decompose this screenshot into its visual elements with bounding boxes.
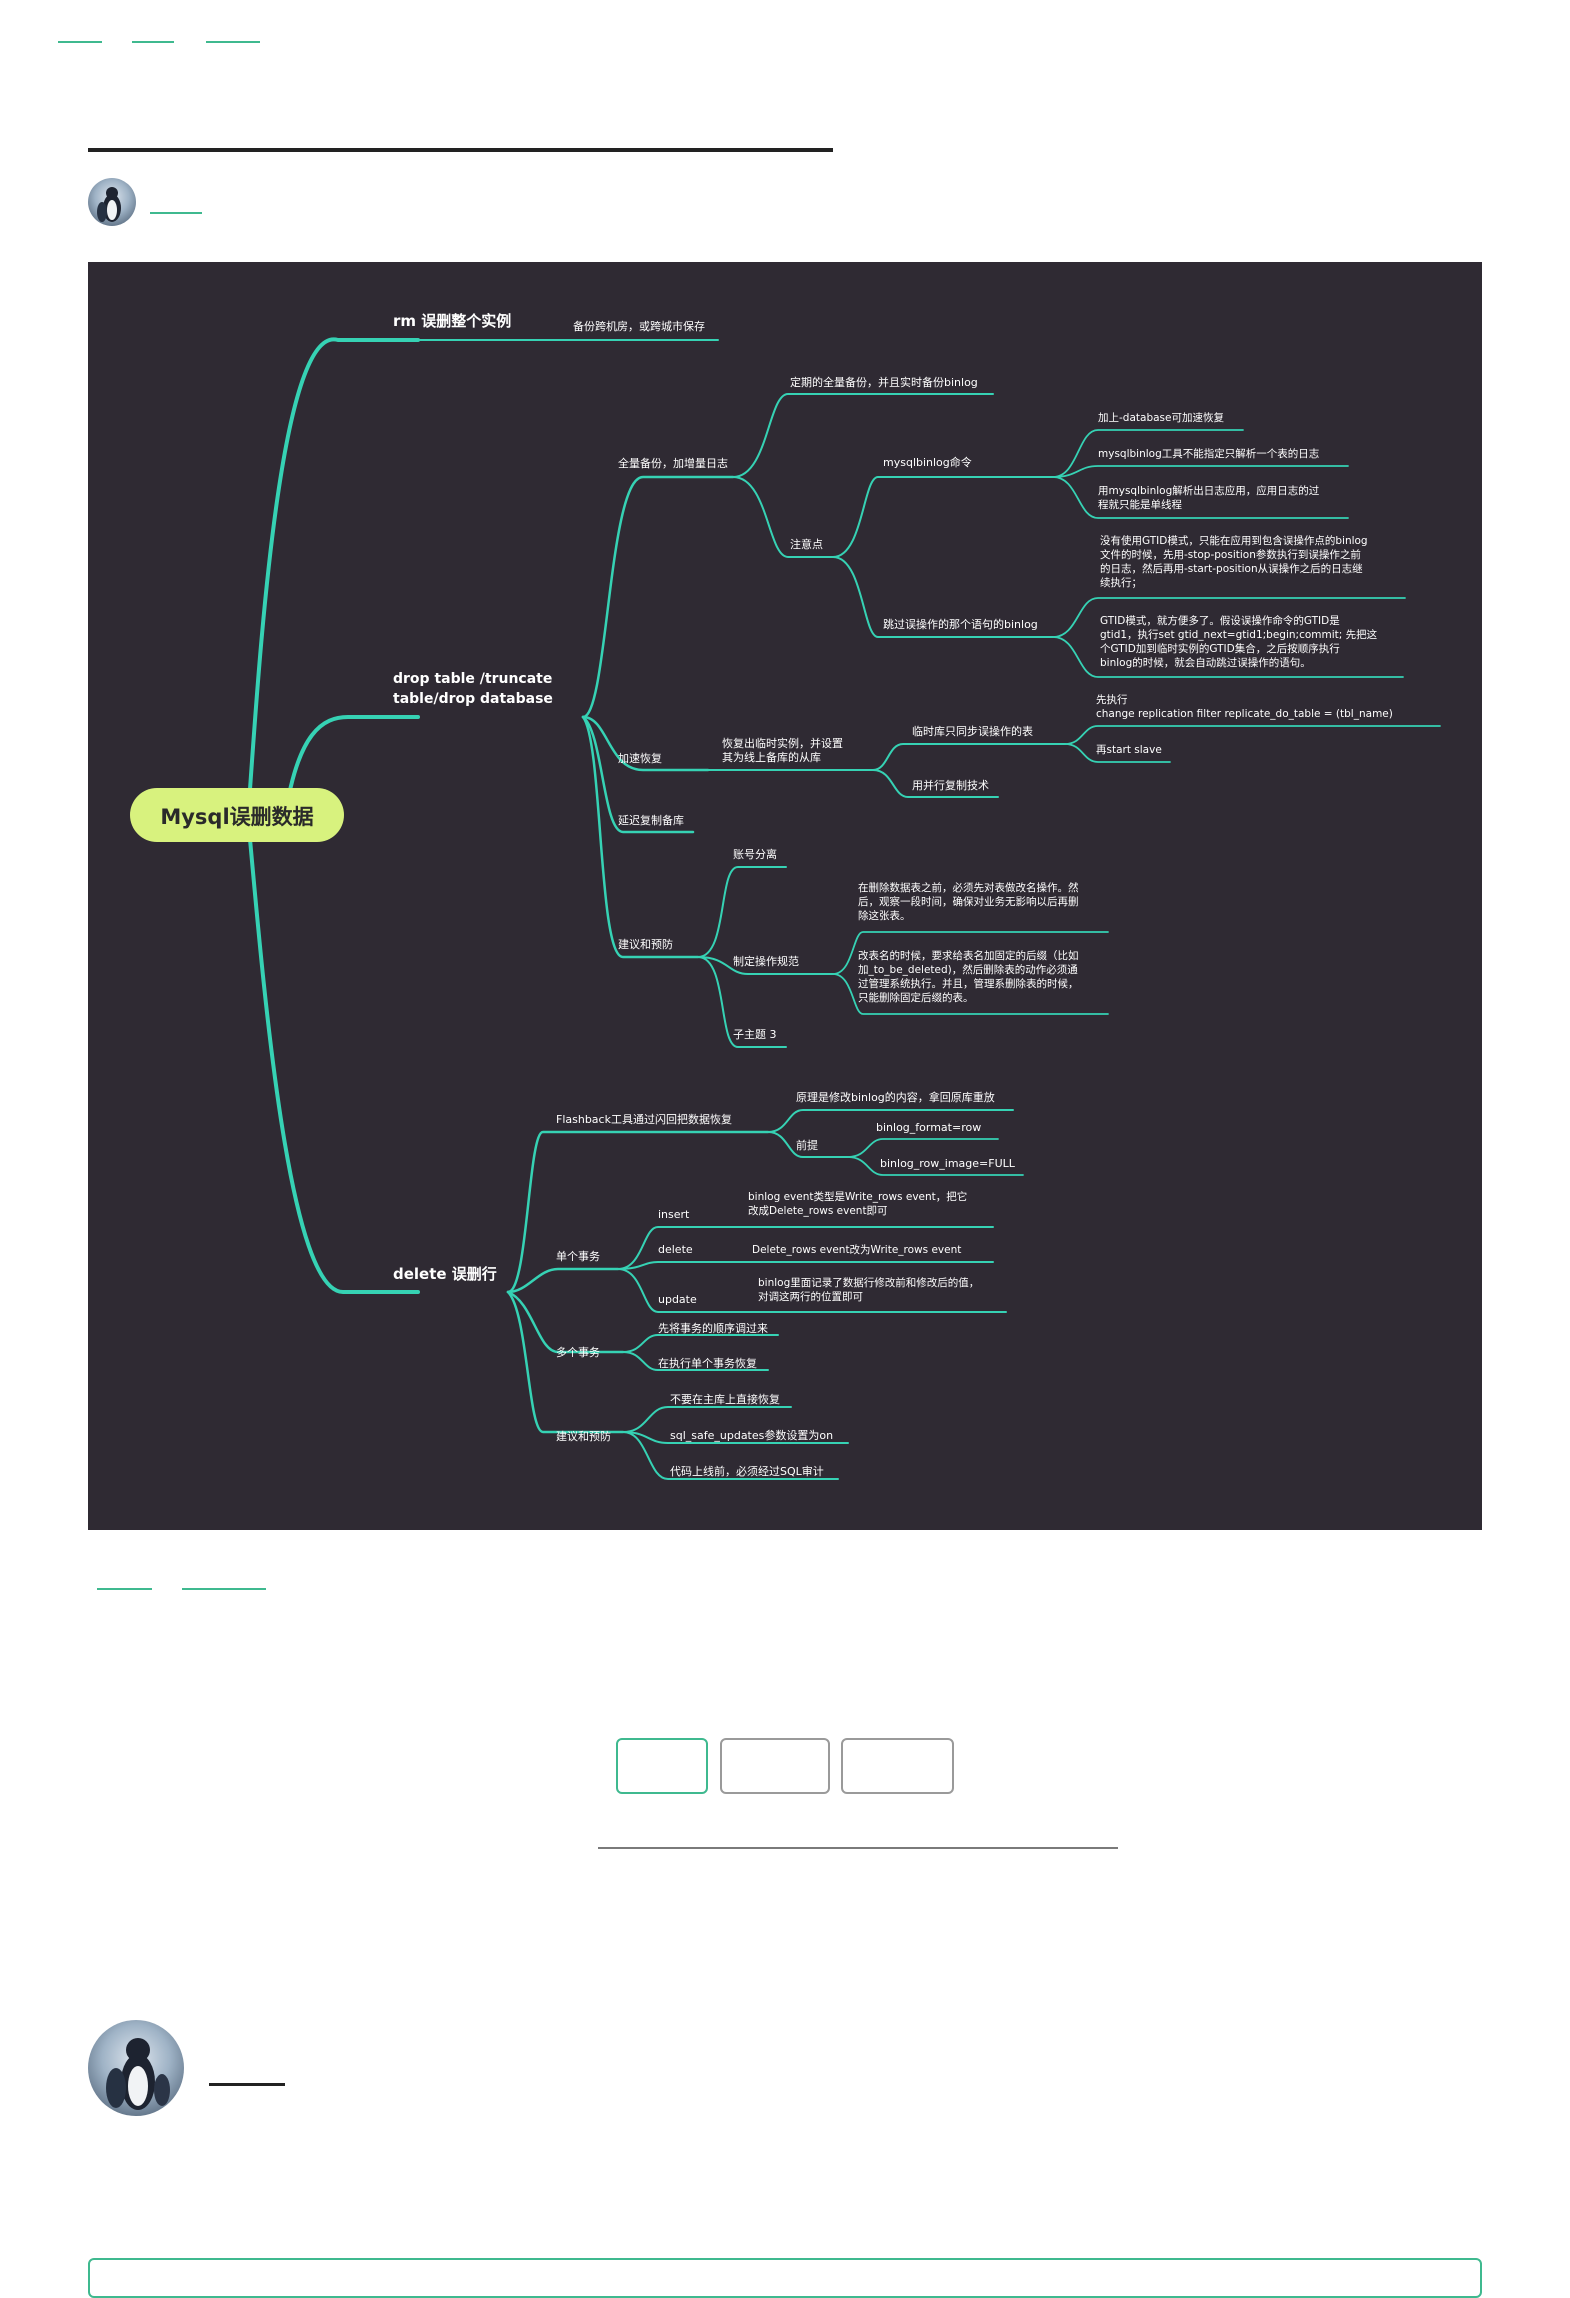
mm-rm-child: 备份跨机房，或跨城市保存 — [573, 319, 705, 333]
mm-filter: change replication filter replicate_do_t… — [1096, 708, 1393, 720]
mm-multi: 多个事务 — [556, 1345, 600, 1359]
mm-binlog-item-3b: 程就只能是单线程 — [1098, 498, 1182, 511]
mm-rule2-3: 过管理系统执行。并且，管理系删除表的时候， — [858, 977, 1079, 990]
mm-advice-b: sql_safe_updates参数设置为on — [670, 1428, 833, 1442]
penguin-icon — [106, 2038, 170, 2110]
mm-norms: 制定操作规范 — [733, 954, 799, 968]
mm-parallel: 用并行复制技术 — [912, 778, 989, 792]
nav-link-1[interactable] — [58, 41, 102, 43]
mm-insert-desc-2: 改成Delete_rows event即可 — [748, 1204, 888, 1217]
mm-gtid-1: GTID模式，就方便多了。假设误操作命令的GTID是 — [1100, 614, 1340, 627]
mm-delete-title: delete 误删行 — [393, 1265, 497, 1283]
mm-temp-2: 其为线上备库的从库 — [722, 750, 821, 764]
mm-update-desc-1: binlog里面记录了数据行修改前和修改后的值， — [758, 1276, 979, 1289]
share-button[interactable] — [841, 1738, 954, 1794]
mm-delete-advice: 建议和预防 — [556, 1429, 611, 1443]
mm-temp-1: 恢复出临时实例，并设置 — [722, 736, 843, 750]
mm-insert-desc-1: binlog event类型是Write_rows event，把它 — [748, 1190, 967, 1203]
mm-rule1-1: 在删除数据表之前，必须先对表做改名操作。然 — [858, 881, 1079, 894]
mm-nogtid-2: 文件的时候，先用-stop-position参数执行到误操作之前 — [1100, 548, 1361, 561]
mm-binlog-format: binlog_format=row — [876, 1121, 981, 1134]
mm-start-slave: 再start slave — [1096, 744, 1162, 756]
mm-principle: 原理是修改binlog的内容，拿回原库重放 — [796, 1090, 995, 1104]
mm-first-exec: 先执行 — [1096, 693, 1128, 706]
favorite-button[interactable] — [720, 1738, 830, 1794]
mm-rule1-3: 除这张表。 — [858, 909, 911, 922]
author-card-avatar[interactable] — [88, 2020, 184, 2116]
mm-gtid-4: binlog的时候，就会自动跳过误操作的语句。 — [1100, 656, 1311, 669]
mm-binlog-item-1: 加上-database可加速恢复 — [1098, 411, 1224, 424]
mm-multi-b: 在执行单个事务恢复 — [658, 1356, 757, 1370]
mm-binlog-item-2: mysqlbinlog工具不能指定只解析一个表的日志 — [1098, 447, 1319, 460]
mm-sub3: 子主题 3 — [733, 1028, 777, 1041]
tag-link-1[interactable] — [97, 1588, 152, 1590]
mm-update-desc-2: 对调这两行的位置即可 — [758, 1290, 863, 1303]
mindmap-root-label: Mysql误删数据 — [160, 805, 313, 829]
section-divider — [598, 1847, 1118, 1849]
mm-drop-title-1: drop table /truncate — [393, 671, 552, 687]
mm-regular-backup: 定期的全量备份，并且实时备份binlog — [790, 375, 978, 389]
author-card-name-rule[interactable] — [209, 2083, 285, 2086]
penguin-icon — [97, 187, 121, 222]
mm-account: 账号分离 — [733, 847, 777, 861]
mm-speedup: 加速恢复 — [618, 751, 662, 765]
mm-rule2-1: 改表名的时候，要求给表名加固定的后缀（比如 — [858, 949, 1079, 962]
mm-single: 单个事务 — [556, 1250, 600, 1263]
mindmap-image: Mysql误删数据 rm 误删整个实例 备份跨机房，或跨城市保存 drop ta… — [88, 262, 1482, 1530]
comment-panel — [88, 2258, 1482, 2298]
mm-nogtid-4: 续执行； — [1100, 576, 1142, 589]
mindmap-canvas: Mysql误删数据 rm 误删整个实例 备份跨机房，或跨城市保存 drop ta… — [130, 312, 1441, 1480]
mm-advice-a: 不要在主库上直接恢复 — [670, 1392, 780, 1406]
mm-binlog-item-3a: 用mysqlbinlog解析出日志应用，应用日志的过 — [1098, 484, 1320, 497]
mm-drop-advice: 建议和预防 — [618, 937, 673, 951]
mm-premise: 前提 — [796, 1138, 818, 1152]
mm-gtid-3: 个GTID加到临时实例的GTID集合，之后按顺序执行 — [1100, 642, 1340, 655]
mm-rule2-4: 只能删除固定后缀的表。 — [858, 991, 974, 1004]
mm-advice-c: 代码上线前，必须经过SQL审计 — [670, 1464, 824, 1478]
nav-link-2[interactable] — [132, 41, 174, 43]
mm-gtid-2: gtid1，执行set gtid_next=gtid1;begin;commit… — [1100, 628, 1378, 641]
author-avatar[interactable] — [88, 178, 136, 226]
mm-rm-title: rm 误删整个实例 — [393, 312, 511, 330]
mm-rule2-2: 加_to_be_deleted)，然后删除表的动作必须通 — [858, 963, 1078, 976]
mm-nogtid-3: 的日志，然后再用-start-position从误操作之后的日志继 — [1100, 562, 1363, 575]
tag-link-2[interactable] — [182, 1588, 266, 1590]
mm-insert: insert — [658, 1208, 690, 1221]
mm-nogtid-1: 没有使用GTID模式，只能在应用到包含误操作点的binlog — [1100, 534, 1368, 547]
mm-sync: 临时库只同步误操作的表 — [912, 724, 1033, 738]
mm-rule1-2: 后，观察一段时间，确保对业务无影响以后再删 — [858, 895, 1079, 908]
mm-delete: delete — [658, 1243, 693, 1256]
mm-notes: 注意点 — [790, 537, 823, 551]
mm-flashback: Flashback工具通过闪回把数据恢复 — [556, 1112, 732, 1126]
mm-multi-a: 先将事务的顺序调过来 — [658, 1321, 768, 1335]
nav-link-3[interactable] — [206, 41, 260, 43]
mm-delete-desc: Delete_rows event改为Write_rows event — [752, 1243, 961, 1256]
article-title-rule — [88, 148, 833, 152]
like-button[interactable] — [616, 1738, 708, 1794]
mm-binlog-image: binlog_row_image=FULL — [880, 1157, 1016, 1170]
mm-delayed: 延迟复制备库 — [618, 813, 684, 827]
mm-mysqlbinlog: mysqlbinlog命令 — [883, 455, 972, 469]
mm-skip: 跳过误操作的那个语句的binlog — [883, 617, 1038, 631]
author-name-link[interactable] — [150, 212, 202, 214]
mm-full-backup: 全量备份，加增量日志 — [618, 456, 728, 470]
mm-drop-title-2: table/drop database — [393, 691, 553, 707]
mindmap-root-node — [130, 788, 344, 842]
mm-update: update — [658, 1293, 697, 1306]
